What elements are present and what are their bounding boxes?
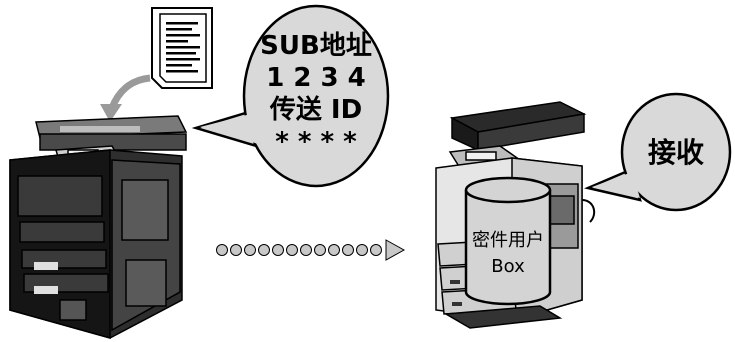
confidential-box-label: 密件用户 (472, 230, 544, 251)
sub-address-label: SUB地址 (260, 31, 372, 61)
confidential-box-cylinder: 密件用户 Box (464, 176, 552, 306)
transmission-id-label: 传送 ID (269, 95, 362, 125)
box-label: Box (491, 256, 525, 277)
feed-arrow-icon (100, 74, 151, 122)
document-icon (151, 7, 213, 89)
receive-label: 接收 (648, 136, 704, 169)
sender-speech-bubble: SUB地址 1 2 3 4 传送 ID * * * * (191, 4, 390, 188)
receiver-speech-bubble: 接收 (583, 92, 732, 212)
sender-mfp-printer (9, 115, 188, 339)
sub-address-value: 1 2 3 4 (266, 63, 366, 93)
transmission-arrow (216, 239, 406, 261)
transmission-id-value: * * * * (275, 127, 357, 157)
